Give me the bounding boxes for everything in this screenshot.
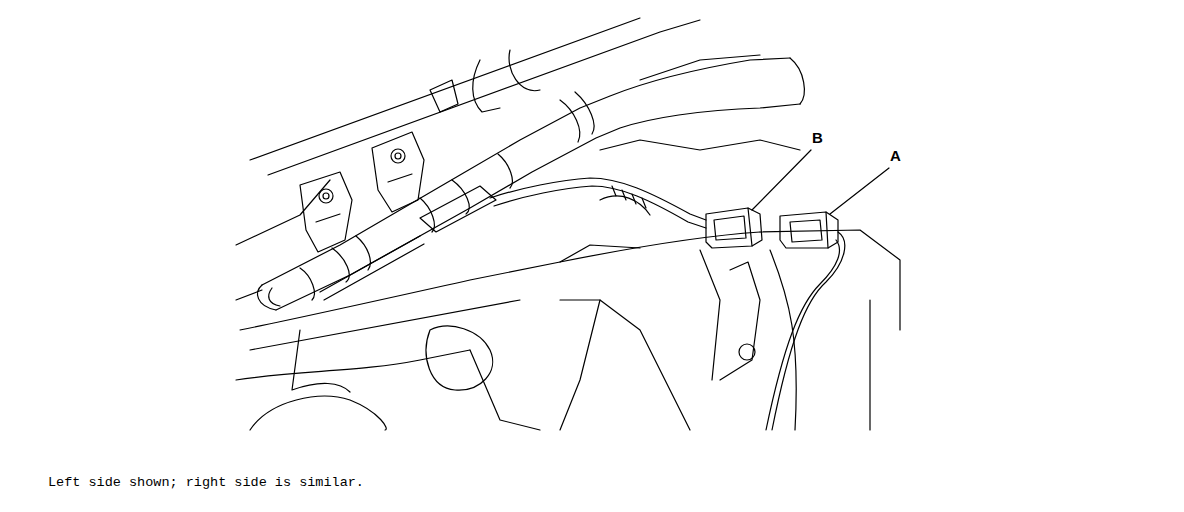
callout-letter: B [812, 130, 823, 145]
caption-note: Left side shown; right side is similar. [48, 476, 364, 490]
callout-letter: A [890, 148, 901, 163]
